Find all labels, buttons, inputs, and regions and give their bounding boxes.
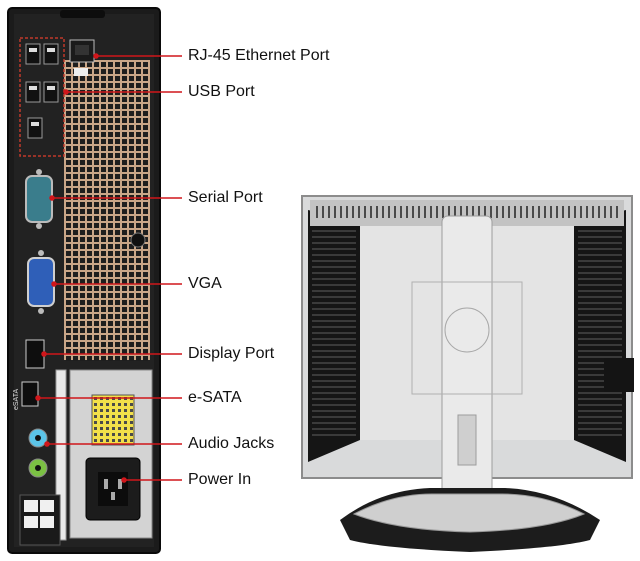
svg-text:eSATA: eSATA bbox=[13, 389, 20, 410]
pc-chassis: eSATA bbox=[7, 7, 161, 554]
label-serial-port: Serial Port bbox=[188, 189, 263, 206]
rj45-ethernet-jack bbox=[69, 39, 95, 76]
vesa-mount bbox=[411, 281, 523, 395]
label-power-in: Power In bbox=[188, 471, 252, 488]
audio-jacks bbox=[28, 428, 48, 478]
monitor-vent-right bbox=[574, 210, 626, 462]
monitor-side-tab bbox=[604, 358, 634, 392]
monitor-rear bbox=[301, 195, 634, 552]
monitor-vent-left bbox=[308, 210, 360, 462]
serial-port-connector bbox=[25, 169, 53, 229]
label-usb-port: USB Port bbox=[188, 83, 255, 100]
label-esata: e-SATA bbox=[188, 389, 242, 406]
label-audio-jacks: Audio Jacks bbox=[188, 435, 275, 452]
label-display-port: Display Port bbox=[188, 345, 275, 362]
power-supply bbox=[69, 369, 153, 539]
chassis-screw bbox=[130, 232, 146, 248]
leader-lines bbox=[35, 53, 182, 483]
usb-port-group-outline bbox=[19, 37, 65, 157]
usb-ports bbox=[25, 43, 59, 139]
label-rj45-ethernet-port: RJ-45 Ethernet Port bbox=[188, 47, 330, 64]
label-vga: VGA bbox=[188, 275, 222, 292]
esata-connector: eSATA bbox=[13, 381, 39, 410]
chassis-handle bbox=[60, 10, 105, 18]
expansion-slots bbox=[19, 369, 67, 546]
psu-fan-vent bbox=[91, 394, 135, 446]
vent-grill bbox=[64, 60, 150, 361]
vga-connector bbox=[27, 250, 55, 314]
